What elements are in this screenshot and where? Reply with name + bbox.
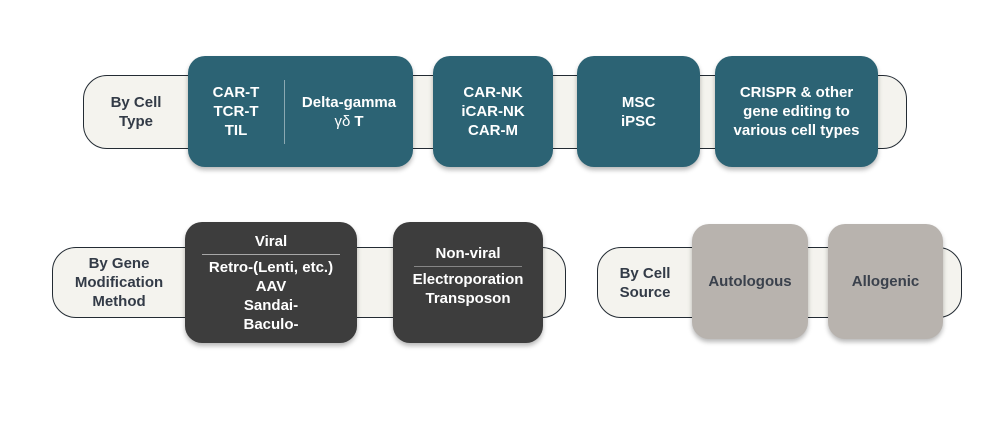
viral-item4: Baculo- <box>243 315 299 333</box>
nonviral-title: Non-viral <box>435 244 501 262</box>
stem-cell-box: MSC iPSC <box>577 56 700 167</box>
viral-item3: Sandai- <box>243 296 299 314</box>
gene-modification-label-line1: By Gene <box>88 255 150 272</box>
stem-line1: MSC <box>621 93 656 111</box>
allogenic-label: Allogenic <box>851 273 920 290</box>
nonviral-title-underline <box>414 265 522 267</box>
nk-line2: iCAR-NK <box>461 103 525 120</box>
nonviral-item2: Transposon <box>425 289 511 307</box>
crispr-line3: various cell types <box>733 122 860 139</box>
t-cell-line1: CAR-T <box>212 84 260 101</box>
gene-modification-label-line3: Method <box>92 293 146 310</box>
cell-type-label-line2: Type <box>119 113 153 130</box>
nk-line1: CAR-NK <box>463 84 523 101</box>
allogenic-box: Allogenic <box>828 224 943 339</box>
crispr-line1: CRISPR & other <box>739 84 854 101</box>
nk-line3: CAR-M <box>468 122 518 139</box>
cell-source-label-line2: Source <box>619 283 671 301</box>
delta-gamma-title: Delta-gamma <box>301 93 397 111</box>
crispr-line2: gene editing to <box>743 103 850 120</box>
viral-item1: Retro-(Lenti, etc.) <box>208 258 334 276</box>
crispr-box: CRISPR & other gene editing to various c… <box>715 56 878 167</box>
autologous-label: Autologous <box>708 273 792 290</box>
cell-source-label: By Cell Source <box>597 247 693 318</box>
t-cell-line2: TCR-T <box>213 103 259 120</box>
viral-title-underline <box>202 253 340 255</box>
gene-modification-label: By Gene Modification Method <box>52 247 186 318</box>
cell-source-label-line1: By Cell <box>619 264 671 282</box>
autologous-box: Autologous <box>692 224 808 339</box>
gamma-delta-t-suffix: T <box>354 112 364 130</box>
t-cell-box-left-column: CAR-T TCR-T TIL <box>188 56 284 167</box>
cell-type-label-line1: By Cell <box>110 94 162 111</box>
viral-methods-box: Viral Retro-(Lenti, etc.) AAV Sandai- Ba… <box>185 222 357 343</box>
viral-title: Viral <box>254 232 288 250</box>
nonviral-methods-box: Non-viral Electroporation Transposon <box>393 222 543 343</box>
nk-cell-box: CAR-NK iCAR-NK CAR-M <box>433 56 553 167</box>
stem-line2: iPSC <box>620 112 656 130</box>
nonviral-item1: Electroporation <box>412 270 524 288</box>
gamma-delta-glyphs: γδ <box>334 112 351 130</box>
cell-type-label: By Cell Type <box>83 75 189 149</box>
viral-item2: AAV <box>255 277 287 295</box>
gene-modification-label-line2: Modification <box>74 274 164 291</box>
t-cell-line3: TIL <box>224 122 248 139</box>
t-cell-box-divider <box>284 79 285 144</box>
